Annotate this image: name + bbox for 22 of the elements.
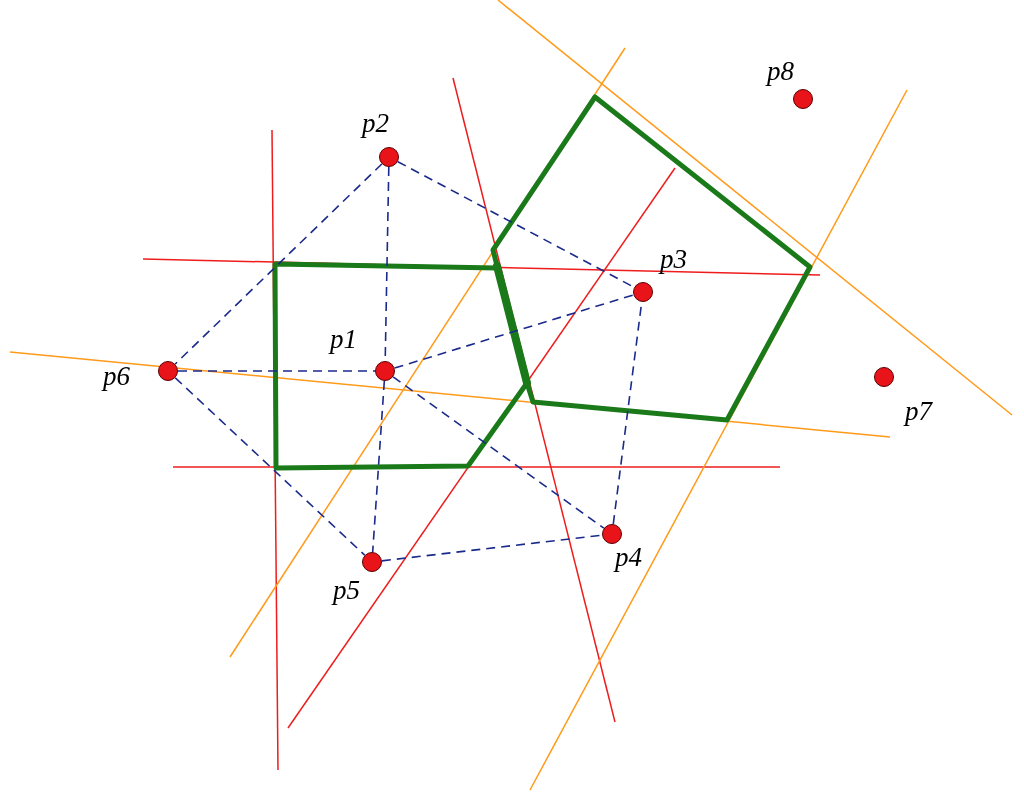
point-marker bbox=[158, 361, 178, 381]
dashed-line bbox=[177, 370, 376, 372]
point-label: p7 bbox=[905, 398, 932, 425]
point-label: p5 bbox=[333, 577, 360, 604]
point-marker bbox=[793, 89, 813, 109]
point-label: p6 bbox=[103, 363, 130, 390]
dashed-line bbox=[393, 294, 635, 369]
point-label: p3 bbox=[660, 246, 687, 273]
point-label: p2 bbox=[362, 110, 389, 137]
point-label: p8 bbox=[767, 58, 794, 85]
point-marker bbox=[379, 147, 399, 167]
point-marker bbox=[874, 367, 894, 387]
dashed-line bbox=[392, 376, 605, 529]
dashed-line bbox=[174, 163, 383, 365]
point-label: p1 bbox=[330, 326, 357, 353]
point-marker bbox=[633, 282, 653, 302]
point-marker bbox=[362, 552, 382, 572]
dashed-line bbox=[174, 377, 366, 556]
point-marker bbox=[375, 361, 395, 381]
dashed-line bbox=[371, 380, 386, 553]
point-marker bbox=[602, 524, 622, 544]
point-label: p4 bbox=[615, 544, 642, 571]
